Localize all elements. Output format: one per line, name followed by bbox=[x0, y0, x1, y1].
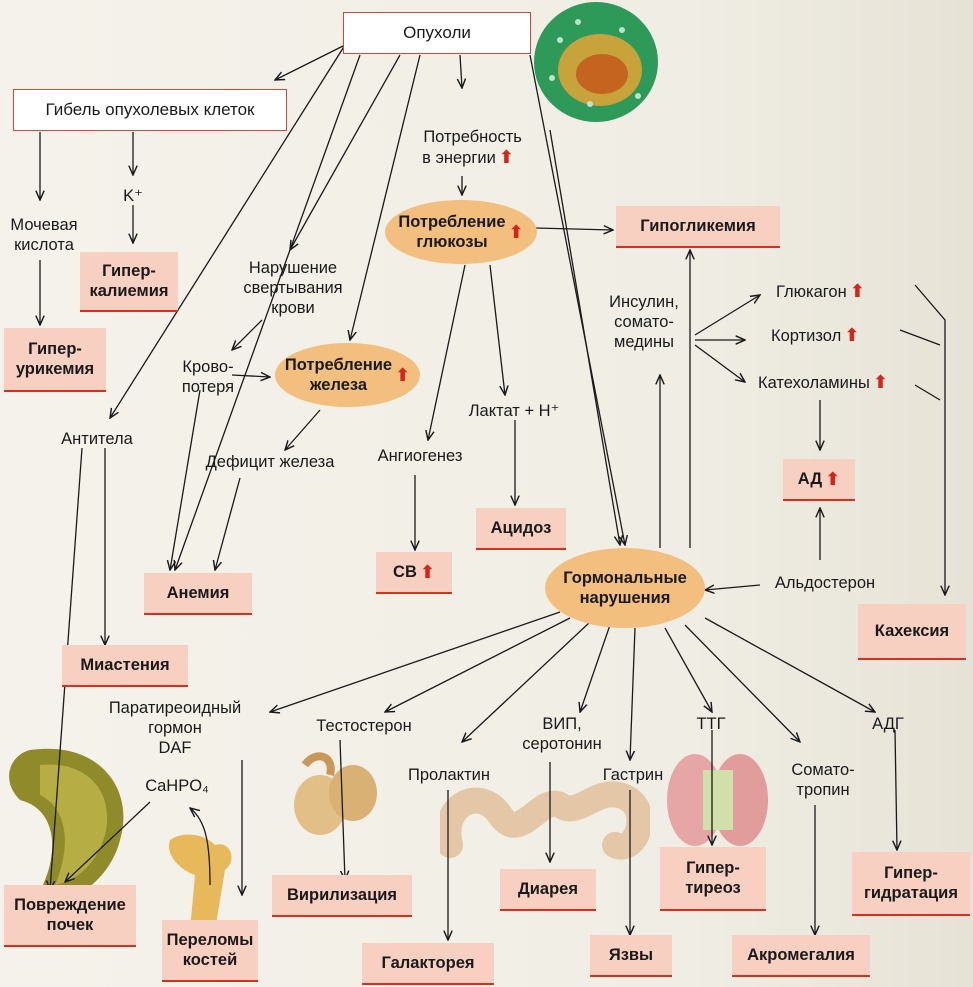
increase-arrow-icon: ⬆ bbox=[844, 325, 859, 345]
hypoglycemia-box: Гипогликемия bbox=[616, 206, 780, 248]
catecholamines-text: Катехоламины bbox=[758, 374, 870, 392]
cachexia-box: Кахексия bbox=[858, 604, 966, 660]
glucagon-label: Глюкагон⬆ bbox=[776, 281, 865, 302]
sv-box: СВ⬆ bbox=[376, 552, 452, 594]
increase-arrow-icon: ⬆ bbox=[873, 372, 888, 392]
acidosis-box: Ацидоз bbox=[476, 508, 566, 550]
increase-arrow-icon: ⬆ bbox=[825, 469, 840, 489]
cortisol-label: Кортизол⬆ bbox=[771, 325, 859, 346]
acromegaly-box: Акромегалия bbox=[732, 935, 870, 977]
cahpo4-label: CaHPO₄ bbox=[140, 776, 214, 796]
glucagon-text: Глюкагон bbox=[776, 283, 847, 301]
adg-label: АДГ bbox=[862, 714, 914, 734]
insulin-somatomedins-label: Инсулин, сомато- медины bbox=[596, 292, 692, 352]
hyperthyroidism-box: Гипер- тиреоз bbox=[660, 847, 766, 911]
glucose-consumption-text: Потребление глюкозы bbox=[398, 212, 505, 252]
aldosterone-label: Альдостерон bbox=[765, 573, 885, 593]
iron-deficiency-label: Дефицит железа bbox=[195, 452, 345, 472]
increase-arrow-icon: ⬆ bbox=[850, 281, 865, 301]
increase-arrow-icon: ⬆ bbox=[499, 147, 514, 167]
sv-text: СВ bbox=[393, 562, 417, 582]
hyperkalemia-box: Гипер- калиемия bbox=[80, 252, 178, 312]
antibodies-label: Антитела bbox=[52, 429, 142, 449]
iron-consumption-text: Потребление железа bbox=[285, 355, 392, 395]
uric-acid-label: Мочевая кислота bbox=[4, 215, 84, 255]
hormonal-disorders-oval: Гормональные нарушения bbox=[545, 548, 705, 628]
lactate-label: Лактат + H⁺ bbox=[464, 401, 564, 421]
tumor-cell-death-box: Гибель опухолевых клеток bbox=[13, 89, 287, 131]
virilization-box: Вирилизация bbox=[272, 875, 412, 917]
hyperhydration-box: Гипер- гидратация bbox=[852, 852, 970, 916]
prolactin-label: Пролактин bbox=[403, 765, 495, 785]
coagulation-disorder-label: Нарушение свертывания крови bbox=[232, 258, 354, 318]
testosterone-label: Тестостерон bbox=[306, 716, 422, 736]
increase-arrow-icon: ⬆ bbox=[420, 562, 435, 582]
ttg-label: ТТГ bbox=[686, 714, 736, 734]
anemia-box: Анемия bbox=[144, 573, 252, 615]
gastrin-label: Гастрин bbox=[596, 765, 670, 785]
diarrhea-box: Диарея bbox=[500, 869, 596, 911]
somatotropin-label: Сомато- тропин bbox=[785, 760, 861, 800]
potassium-label: K⁺ bbox=[120, 186, 146, 206]
blood-loss-label: Крово- потеря bbox=[175, 357, 241, 397]
bone-fractures-box: Переломы костей bbox=[162, 920, 258, 982]
iron-consumption-oval: Потребление железа⬆ bbox=[275, 343, 420, 407]
ulcers-box: Язвы bbox=[590, 935, 672, 977]
catecholamines-label: Катехоламины⬆ bbox=[758, 372, 888, 393]
vip-serotonin-label: ВИП, серотонин bbox=[510, 714, 614, 754]
increase-arrow-icon: ⬆ bbox=[395, 365, 410, 385]
pth-label: Паратиреоидный гормон DAF bbox=[100, 698, 250, 758]
kidney-damage-box: Повреждение почек bbox=[4, 885, 136, 947]
bp-text: АД bbox=[798, 469, 822, 489]
angiogenesis-label: Ангиогенез bbox=[368, 446, 472, 466]
tumors-box: Опухоли bbox=[343, 12, 531, 54]
increase-arrow-icon: ⬆ bbox=[509, 222, 524, 242]
bp-box: АД⬆ bbox=[783, 459, 855, 501]
energy-need-label: Потребность в энергии⬆ bbox=[408, 107, 528, 168]
hyperuricemia-box: Гипер- урикемия bbox=[4, 328, 106, 392]
myasthenia-box: Миастения bbox=[62, 645, 188, 687]
galactorrhea-box: Галакторея bbox=[362, 943, 494, 985]
glucose-consumption-oval: Потребление глюкозы⬆ bbox=[385, 200, 537, 264]
cortisol-text: Кортизол bbox=[771, 327, 841, 345]
